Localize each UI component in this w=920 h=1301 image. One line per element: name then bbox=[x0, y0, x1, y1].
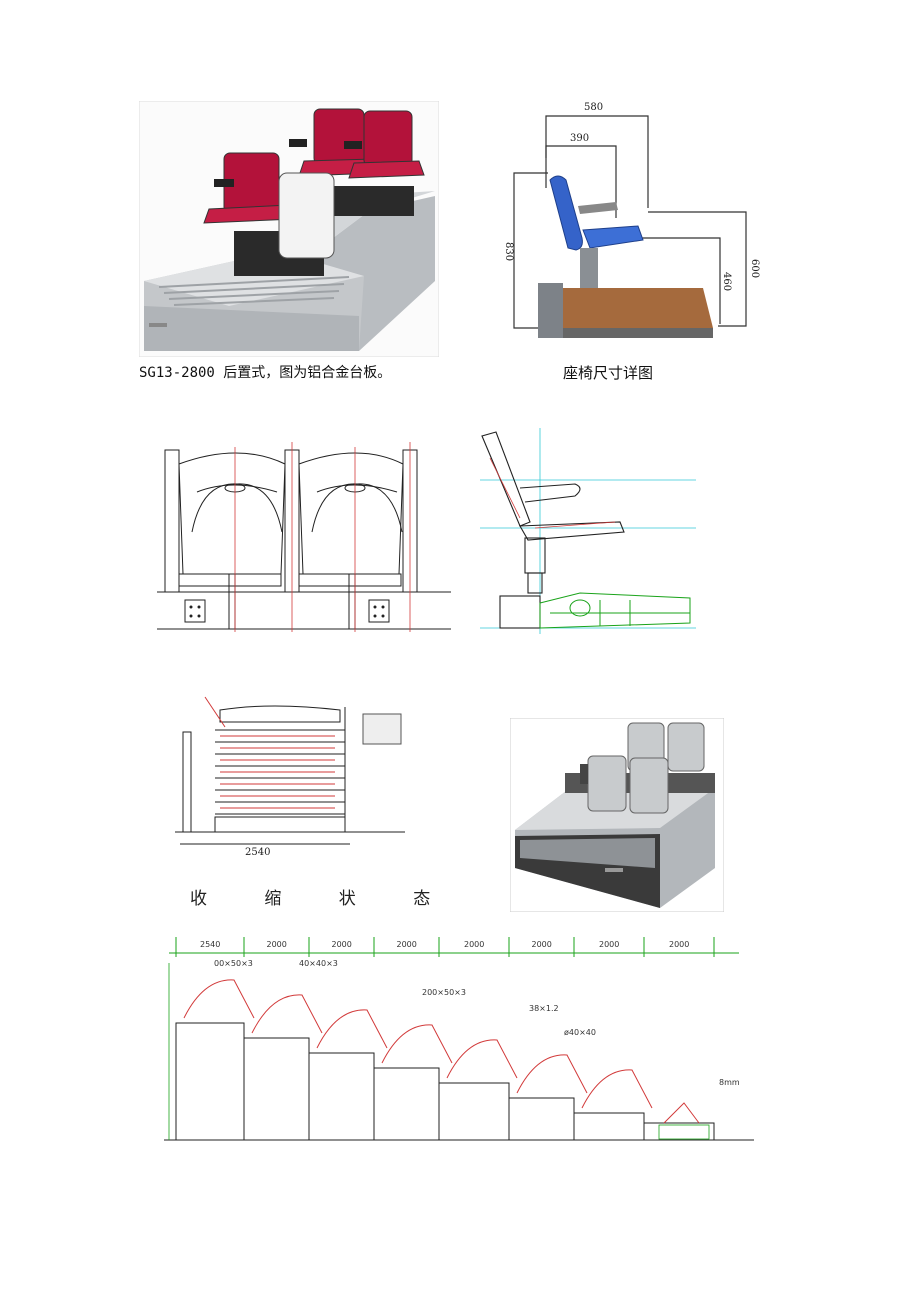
dim-seat-depth: 390 bbox=[570, 133, 589, 144]
annot-beam2: 40×40×3 bbox=[299, 959, 338, 968]
span-label: 2000 bbox=[267, 940, 287, 949]
seat-rows bbox=[183, 979, 700, 1124]
annot-beam3: 200×50×3 bbox=[422, 988, 466, 997]
span-label: 2000 bbox=[669, 940, 689, 949]
span-label: 2000 bbox=[332, 940, 352, 949]
stacked-tiers bbox=[204, 696, 346, 833]
extended-section-drawing: 2540 2000 2000 2000 2000 2000 2000 2000 00×50×3… bbox=[164, 933, 754, 1145]
dim-seat-height: 460 bbox=[721, 272, 732, 291]
dimension-caption: 座椅尺寸详图 bbox=[563, 364, 654, 382]
span-dimension-row: 2540 2000 2000 2000 2000 2000 2000 2000 bbox=[175, 937, 715, 957]
tier-outlines bbox=[164, 1022, 754, 1141]
span-label: 2540 bbox=[200, 940, 220, 949]
span-label: 2000 bbox=[532, 940, 552, 949]
rear-seat-2 bbox=[348, 110, 425, 179]
retracted-state-drawing: 2540 bbox=[175, 692, 405, 857]
front-elevation-drawing bbox=[157, 442, 451, 634]
annot-beam4: 38×1.2 bbox=[529, 1004, 559, 1013]
seating-photo-red bbox=[139, 101, 439, 357]
side-elevation-drawing bbox=[480, 428, 696, 634]
retracted-width: 2540 bbox=[245, 847, 270, 857]
photo-caption: SG13-2800 后置式，图为铝合金台板。 bbox=[139, 365, 392, 381]
dim-back-height: 830 bbox=[503, 242, 514, 261]
span-label: 2000 bbox=[464, 940, 484, 949]
seating-photo-grey bbox=[510, 718, 724, 912]
span-label: 2000 bbox=[599, 940, 619, 949]
front-seat-white bbox=[278, 172, 335, 259]
annot-beam5: ø40×40 bbox=[564, 1028, 596, 1037]
annot-end: 8mm bbox=[719, 1078, 740, 1087]
front-seat-red bbox=[203, 152, 295, 224]
seat-dimension-diagram: 580 390 830 600 460 bbox=[498, 98, 760, 342]
dim-right-height: 600 bbox=[749, 259, 760, 278]
retracted-caption: 收 缩 状 态 bbox=[190, 889, 457, 909]
annot-beam1: 00×50×3 bbox=[214, 959, 253, 968]
span-label: 2000 bbox=[397, 940, 417, 949]
dim-top-width: 580 bbox=[584, 102, 603, 113]
